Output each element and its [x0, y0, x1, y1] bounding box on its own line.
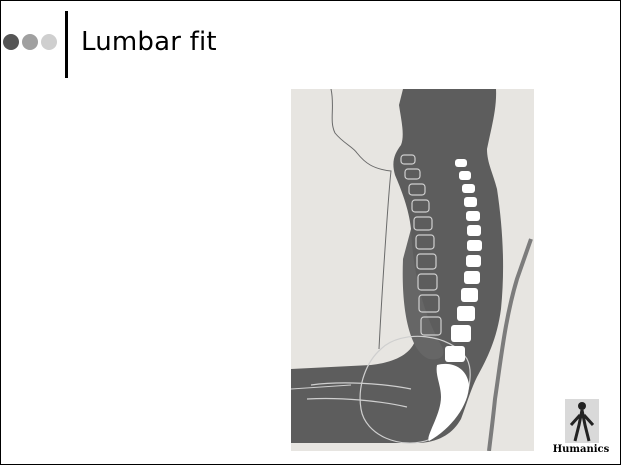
- logo-text: Humanics: [549, 444, 613, 455]
- title-divider: [65, 11, 68, 78]
- human-body-icon: [549, 399, 613, 443]
- bullet-dot-dark: [3, 34, 19, 50]
- humanics-logo: Humanics: [549, 399, 613, 455]
- slide-title: Lumbar fit: [81, 27, 217, 57]
- lumbar-spine-illustration: [291, 89, 534, 451]
- bullet-dot-light: [41, 34, 57, 50]
- bullet-dot-medium: [22, 34, 38, 50]
